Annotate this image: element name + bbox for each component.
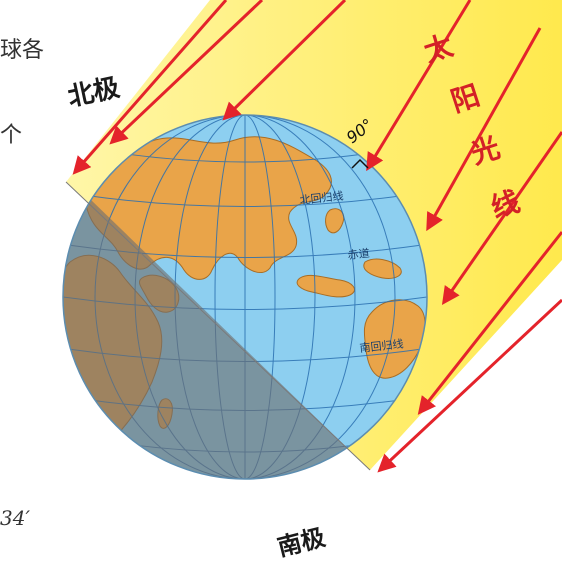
terminator-line: [65, 181, 371, 471]
landmass-japan: [325, 208, 345, 234]
text-fragment-middle: 个: [0, 123, 23, 148]
landmass-indonesia: [296, 274, 355, 298]
text-fragment-bottom: 34′: [0, 506, 30, 530]
landmass-new-guinea: [363, 258, 402, 279]
tropic-cancer-label: 北回归线: [299, 188, 344, 207]
text-fragment-top: 球各: [0, 38, 45, 63]
landmass-eurasia: [85, 136, 332, 280]
sun-ray-1: [72, 0, 228, 175]
sun-ray-4: [366, 0, 472, 172]
sun-ray-6: [441, 131, 562, 305]
sun-ray-7: [417, 231, 562, 415]
equator-label: 赤道: [347, 246, 370, 262]
tropic-capricorn-label: 南回归线: [359, 336, 404, 355]
sun-ray-3: [222, 0, 347, 121]
sun-rays: [72, 0, 562, 473]
sun-ray-2: [109, 0, 264, 145]
right-angle-marker: [351, 158, 369, 169]
sun-ray-8: [377, 298, 562, 473]
north-pole-label: 北极: [65, 72, 123, 112]
landmass-australia: [363, 299, 426, 379]
south-pole-label: 南极: [275, 523, 328, 562]
sun-ray-5: [426, 27, 542, 232]
